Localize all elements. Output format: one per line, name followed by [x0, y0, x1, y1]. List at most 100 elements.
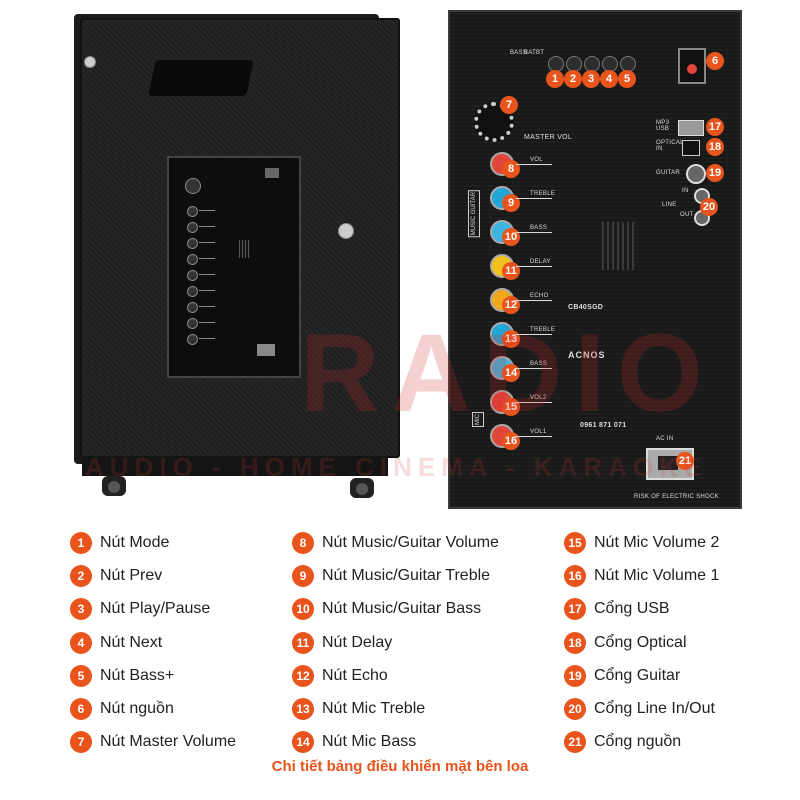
knob-label-line: [516, 198, 552, 199]
knob-label-line: [516, 164, 552, 165]
mini-knob: [187, 238, 198, 249]
figure-caption: Chi tiết bảng điều khiển mặt bên loa: [271, 758, 529, 775]
callout-badge: 12: [502, 296, 520, 314]
knob-label-line: [516, 300, 552, 301]
callout-badge: 9: [502, 194, 520, 212]
callout-badge: 14: [502, 364, 520, 382]
legend-number: 1: [70, 531, 92, 554]
legend-label: Nút Next: [100, 633, 163, 651]
hotline-number: 0961 871 071: [580, 422, 627, 429]
mini-label-line: [199, 290, 215, 291]
panel-vent: [602, 222, 636, 270]
mini-knob: [187, 302, 198, 313]
legend-item: 3 Nút Play/Pause: [70, 593, 320, 626]
mini-label-line: [199, 210, 215, 211]
legend-label: Nút Delay: [322, 633, 393, 651]
legend-number: 12: [292, 664, 314, 687]
legend-label: Nút Master Volume: [100, 733, 237, 751]
legend-label: Nút Prev: [100, 566, 163, 584]
legend-item: 12 Nút Echo: [292, 659, 542, 692]
led-label-bt: BT: [536, 50, 545, 56]
knob-label-bass2: BASS: [530, 361, 548, 367]
optical-port[interactable]: [682, 140, 700, 156]
mini-label-line: [199, 226, 215, 227]
callout-badge: 13: [502, 330, 520, 348]
mini-knob: [187, 270, 198, 281]
mini-knob: [187, 206, 198, 217]
watermark-logo: RADIO: [300, 312, 715, 435]
screw: [84, 56, 96, 68]
control-panel-closeup: BASS BAT BT 1 2 3 4 5 6 7 MASTER VOL MUS…: [448, 10, 742, 509]
legend-number: 13: [292, 698, 314, 721]
power-switch[interactable]: [678, 48, 706, 84]
legend-label: Nút Bass+: [100, 666, 175, 684]
knob-label-echo: ECHO: [530, 293, 549, 299]
mini-knob: [185, 178, 201, 194]
power-indicator-dot: [687, 64, 697, 74]
mini-knob: [187, 222, 198, 233]
legend-number: 5: [70, 664, 92, 687]
knob-label-vol1: VOL1: [530, 429, 547, 435]
cabinet-base: [82, 456, 388, 476]
legend-label: Cổng Optical: [594, 633, 687, 651]
optical-label: OPTICAL IN: [656, 140, 684, 152]
side-control-panel-thumbnail: [167, 156, 301, 378]
legend-number: 9: [292, 564, 314, 587]
callout-badge: 21: [676, 452, 694, 470]
knob-label-treble: TREBLE: [530, 191, 556, 197]
callout-badge: 16: [502, 432, 520, 450]
legend-label: Nút Echo: [322, 666, 388, 684]
line-in-label: IN: [682, 188, 689, 194]
legend-label: Cổng Guitar: [594, 666, 681, 684]
usb-label: MP3 USB: [656, 120, 670, 132]
mini-knob: [187, 318, 198, 329]
knob-label-vol2: VOL2: [530, 395, 547, 401]
callout-badge: 11: [502, 262, 520, 280]
callout-badge: 7: [500, 96, 518, 114]
legend-label: Nút Mic Volume 1: [594, 566, 720, 584]
callout-badge: 8: [502, 160, 520, 178]
knob-label-line: [516, 232, 552, 233]
legend-number: 4: [70, 631, 92, 654]
legend-number: 14: [292, 731, 314, 754]
mini-vent: [239, 240, 251, 258]
master-vol-label: MASTER VOL: [524, 134, 573, 141]
legend-number: 20: [564, 698, 586, 721]
legend-number: 16: [564, 564, 586, 587]
mini-ac-socket: [257, 344, 275, 356]
model-label: CB40SGD: [568, 304, 604, 311]
knob-label-line: [516, 266, 552, 267]
callout-badge: 3: [582, 70, 600, 88]
screw: [338, 223, 354, 239]
callout-badge: 17: [706, 118, 724, 136]
legend-number: 8: [292, 531, 314, 554]
knob-label-bass: BASS: [530, 225, 548, 231]
legend-number: 17: [564, 598, 586, 621]
ac-socket-pins: [658, 456, 678, 470]
legend-label: Cổng USB: [594, 600, 670, 618]
speaker-photo: [60, 8, 405, 508]
legend-label: Nút Play/Pause: [100, 600, 211, 618]
mini-label-line: [199, 306, 215, 307]
legend-number: 3: [70, 598, 92, 621]
guitar-jack[interactable]: [686, 164, 706, 184]
knob-label-line: [516, 402, 552, 403]
legend-number: 18: [564, 631, 586, 654]
knob-label-vol: VOL: [530, 157, 543, 163]
caster-wheel: [350, 478, 374, 498]
usb-port[interactable]: [678, 120, 704, 136]
callout-badge: 5: [618, 70, 636, 88]
master-volume-knob[interactable]: [474, 102, 514, 142]
legend-item: 18 Cổng Optical: [564, 626, 784, 659]
mini-knob: [187, 254, 198, 265]
brand-logo: ACNOS: [568, 350, 606, 360]
legend-label: Nút Mic Volume 2: [594, 533, 720, 551]
callout-badge: 10: [502, 228, 520, 246]
